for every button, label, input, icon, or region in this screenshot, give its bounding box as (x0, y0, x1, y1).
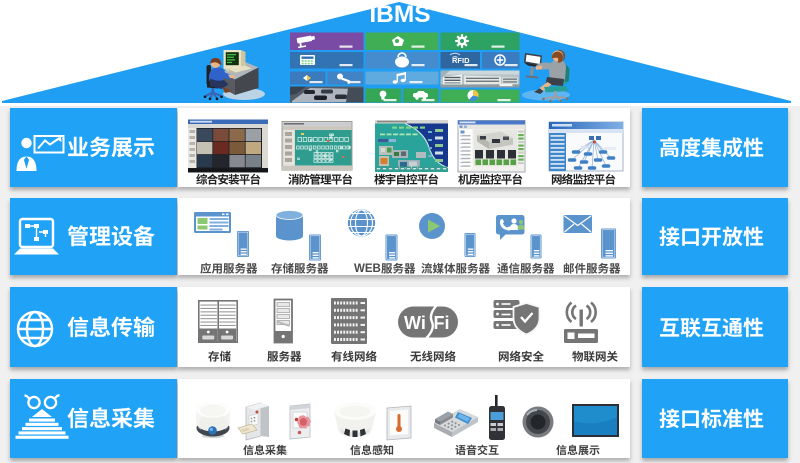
svg-text:Wi: Wi (404, 313, 426, 333)
svg-text:Fi: Fi (434, 313, 450, 333)
svg-text:RFID: RFID (452, 56, 470, 65)
